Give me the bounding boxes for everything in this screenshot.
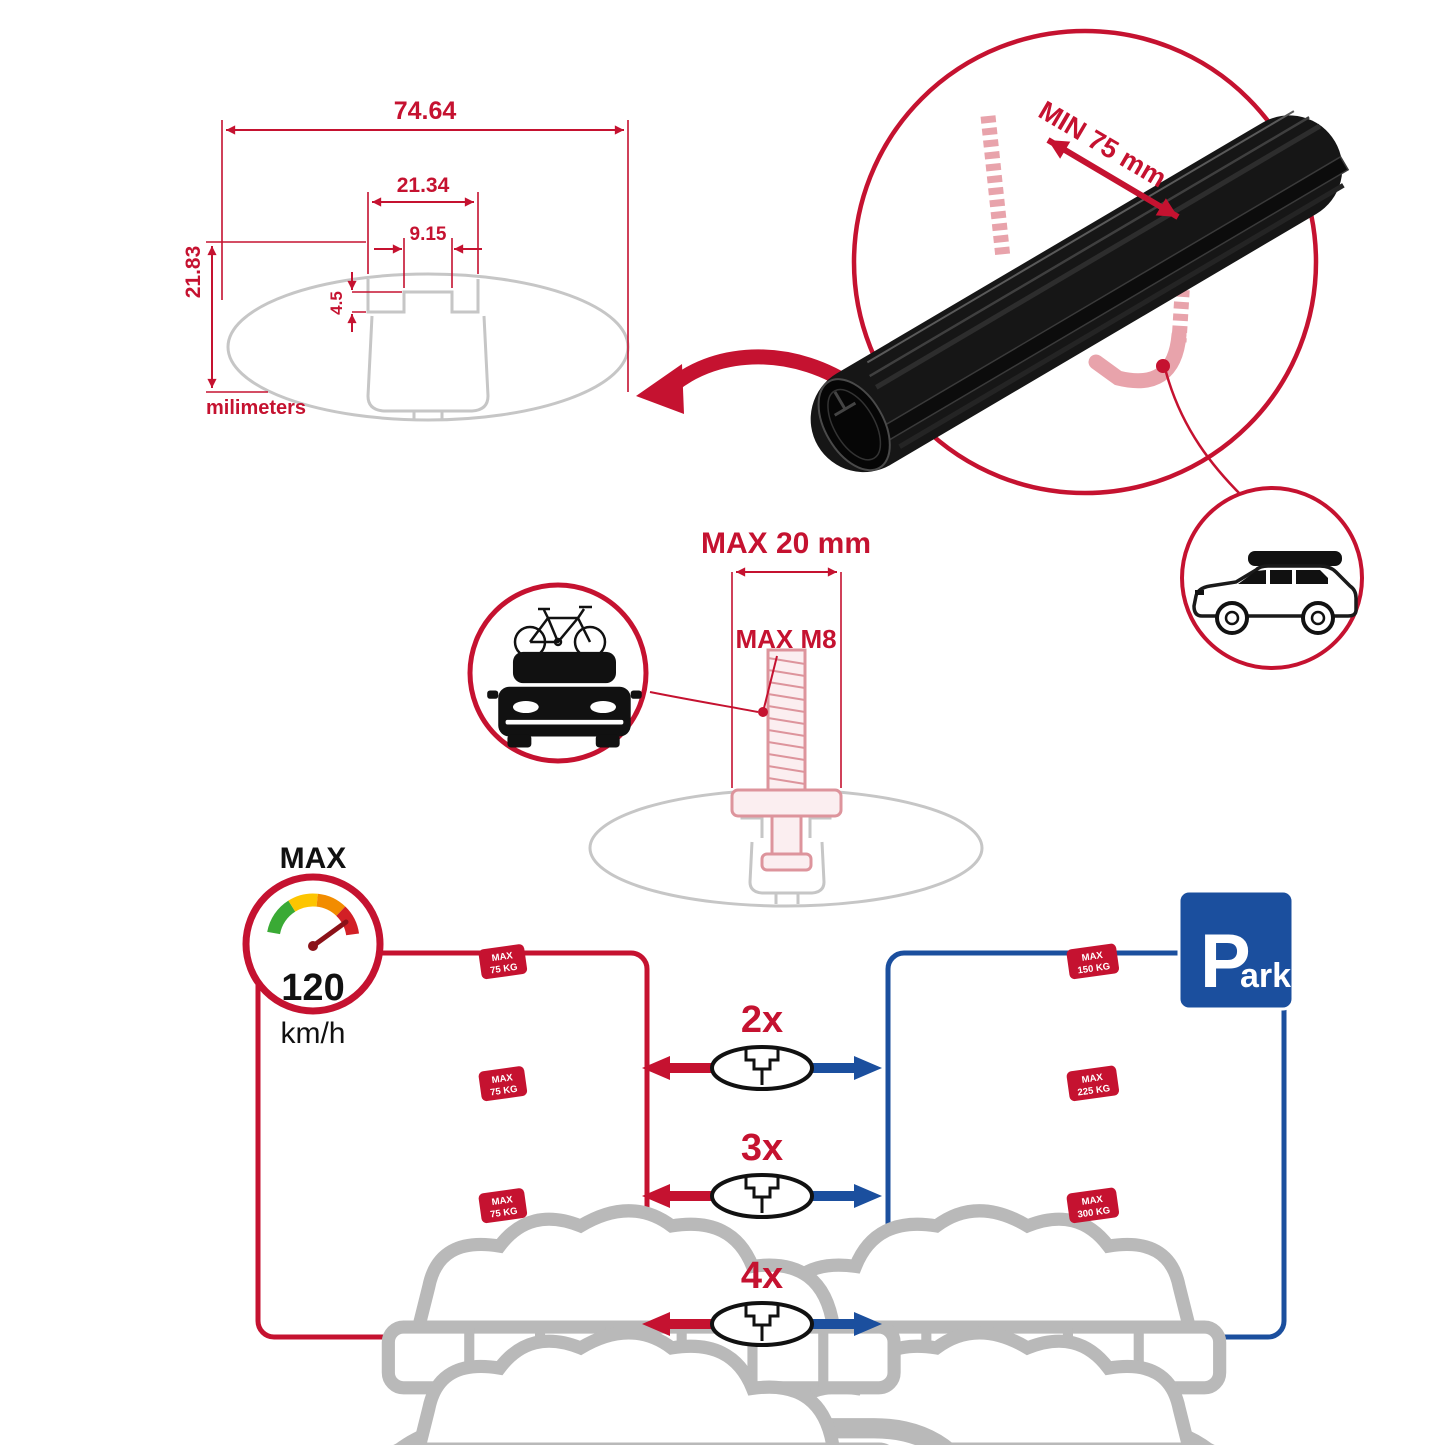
roof-box-icon [1248,551,1342,566]
bicycle-icon [513,605,607,659]
tag-value: 300 KG [1077,1205,1111,1220]
left-arrowhead [642,1184,670,1208]
driving-tag-2: MAX 75 KG [478,1066,528,1102]
right-arrowhead [854,1184,882,1208]
multiplier-label: 4x [741,1255,783,1297]
speed-units: km/h [280,1017,345,1050]
parked-tag-3: MAX 300 KG [1066,1187,1120,1224]
crossbar-render: MIN 75 mm [810,28,1364,670]
left-arrowhead [642,1312,670,1336]
tag-value: 75 KG [490,1084,519,1099]
headlight-left [512,701,539,714]
multiplier-label: 3x [741,1127,783,1169]
tag-label: MAX [491,1072,514,1086]
clamp-marker-dot [1156,359,1170,373]
tag-label: MAX [1081,1194,1104,1208]
max-thread-label: MAX M8 [735,624,836,654]
tag-value: 225 KG [1077,1083,1111,1098]
zoom-circle [851,28,1319,496]
parked-tag-1: MAX 150 KG [1066,943,1120,980]
dim-slot-inner-width: 9.15 [410,224,447,245]
units-label: milimeters [206,397,306,419]
bolt-foot [760,852,813,872]
dim-step-depth: 4.5 [327,291,346,315]
profile-cavity [366,315,490,413]
tag-value: 75 KG [490,1206,519,1221]
bolt-diagram: MAX 20 mm MAX M8 [467,527,984,908]
tag-value: 75 KG [490,962,519,977]
right-arrowhead [854,1312,882,1336]
driving-tag-1: MAX 75 KG [478,944,528,980]
load-comparison: P ark MAX 120 km/h MAX [118,842,1445,1445]
parking-rest: ark [1240,957,1291,995]
crossbar-bar [810,110,1350,473]
tag-label: MAX [1081,1072,1104,1086]
t-bolt [730,648,843,872]
speed-value: 120 [281,967,344,1009]
leader-dot [758,707,768,717]
car-front-icon [487,651,642,748]
tag-value: 150 KG [1077,961,1111,976]
multiplier-label: 2x [741,999,783,1041]
dim-slot-outer-width: 21.34 [397,174,450,197]
bar-end-cap [817,378,891,472]
clamp-left-post [980,115,1011,259]
profile-dimension-diagram: 74.64 21.34 9.15 4.5 21.83 milimeters [182,97,630,422]
dim-total-height: 21.83 [182,246,205,299]
max-channel-label: MAX 20 mm [701,527,871,560]
parking-letter: P [1200,919,1251,1004]
tag-label: MAX [491,950,514,964]
parked-tag-2: MAX 225 KG [1066,1065,1120,1102]
speed-max-label: MAX [280,842,347,875]
multiplier-row-3: 4x [642,1255,882,1347]
bolt-flange [730,788,843,818]
clamp-hook [1088,327,1187,389]
headlight-right [590,701,616,714]
parking-sign: P ark [1177,889,1295,1011]
detail-arrowhead [636,364,684,414]
profile-slot [366,279,480,314]
roofbox-car-icon [1192,551,1358,635]
left-arrowhead [642,1056,670,1080]
speed-limit-badge: MAX 120 km/h [242,842,384,1050]
multiplier-row-2: 3x [642,1127,882,1219]
dim-total-width: 74.64 [394,97,457,125]
driving-tag-3: MAX 75 KG [478,1188,528,1224]
tag-label: MAX [491,1194,514,1208]
right-arrowhead [854,1056,882,1080]
multiplier-row-1: 2x [642,999,882,1091]
car-cabin [512,651,616,684]
tag-label: MAX [1081,950,1104,964]
